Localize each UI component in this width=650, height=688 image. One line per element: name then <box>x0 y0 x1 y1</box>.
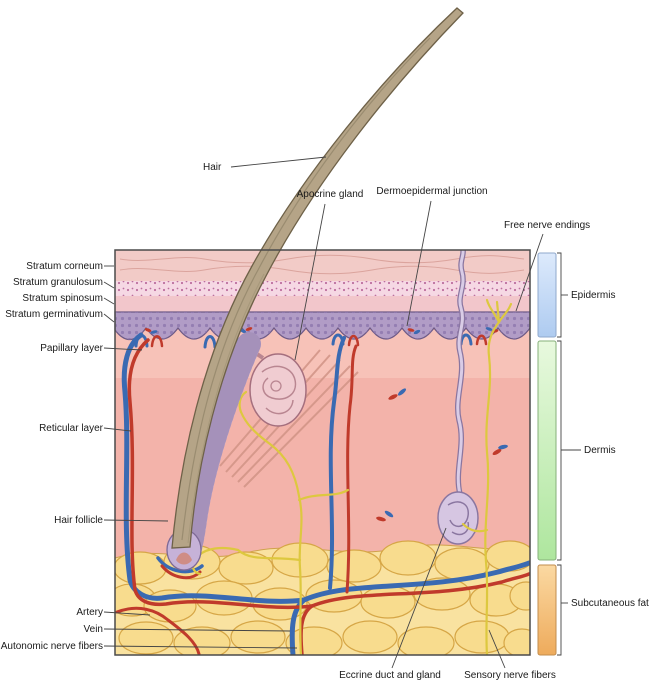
vein-network <box>121 332 530 655</box>
sensory-nerve <box>461 298 513 655</box>
dermis-bar <box>537 340 557 561</box>
label-stratum-corneum: Stratum corneum <box>26 261 103 272</box>
pointer-lines <box>103 156 544 669</box>
label-artery: Artery <box>76 607 103 618</box>
dermal-papilla <box>176 552 192 565</box>
blood-vessels <box>115 327 530 655</box>
stratum-corneum-band <box>115 250 530 281</box>
stratum-spinosum-band <box>115 296 530 312</box>
epidermis-bar <box>537 252 557 338</box>
label-apocrine-gland: Apocrine gland <box>296 189 364 200</box>
label-free-nerve-endings: Free nerve endings <box>504 220 591 231</box>
label-autonomic-nerve-fibers: Autonomic nerve fibers <box>0 641 103 652</box>
label-vein: Vein <box>83 624 103 635</box>
label-subcutaneous-fat: Subcutaneous fat <box>571 598 649 609</box>
label-papillary-layer: Papillary layer <box>40 343 103 354</box>
subcutaneous-fat-bar <box>537 564 557 656</box>
eccrine-gland <box>437 250 479 545</box>
label-reticular-layer: Reticular layer <box>39 423 103 434</box>
label-eccrine-duct-and-gland: Eccrine duct and gland <box>339 670 441 681</box>
label-dermis: Dermis <box>584 445 616 456</box>
epidermis-layers <box>114 250 531 341</box>
label-epidermis: Epidermis <box>571 290 616 301</box>
label-hair-follicle: Hair follicle <box>54 515 103 526</box>
label-hair: Hair <box>203 162 222 173</box>
label-dermoepidermal-junction: Dermoepidermal junction <box>376 186 488 197</box>
artery-network <box>115 334 530 655</box>
hair-shaft <box>171 7 464 549</box>
label-stratum-germinativum: Stratum germinativum <box>5 309 103 320</box>
label-stratum-granulosum: Stratum granulosum <box>12 277 103 288</box>
nerve-fibers <box>191 298 513 655</box>
label-stratum-spinosum: Stratum spinosum <box>22 293 103 304</box>
skin-block-outline <box>114 249 531 656</box>
label-sensory-nerve-fibers: Sensory nerve fibers <box>464 670 556 681</box>
layer-brackets <box>537 252 581 656</box>
capillary-cross-sections <box>144 327 508 522</box>
